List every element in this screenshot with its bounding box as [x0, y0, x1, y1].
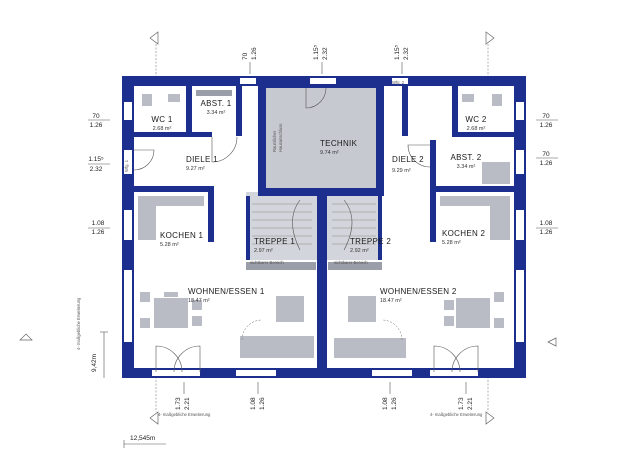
dim-right-c-1: 1.08: [540, 220, 553, 227]
room-diele2-label: DIELE 2: [392, 155, 424, 164]
dim-bot-a-2: 2.21: [184, 397, 191, 410]
room-abst1-label: ABST. 1: [200, 99, 231, 108]
sichtbar-right: sichtbarer Bereich: [334, 260, 368, 265]
room-abst1-area: 3.34 m²: [207, 110, 226, 116]
dim-left-b-2: 2.32: [90, 166, 103, 173]
room-diele1-label: DIELE 1: [186, 155, 218, 164]
room-labels: ABST. 1 3.34 m² WC 1 2.68 m² TECHNIK 9.7…: [151, 99, 486, 304]
room-treppe1-label: TREPPE 1: [254, 237, 295, 246]
dim-right-a-2: 1.26: [540, 122, 553, 129]
room-treppe2-label: TREPPE 2: [350, 237, 391, 246]
dim-total-height: 9,42m: [91, 354, 98, 372]
dim-bot-d-1: 1.73: [458, 397, 465, 410]
dim-left-a-1: 70: [92, 113, 100, 120]
erweiterung-side: 4- maßgebliche Erweiterung: [76, 297, 81, 350]
dim-top-b-1: 1.15⁵: [313, 44, 320, 60]
dim-top-a-2: 1.26: [251, 47, 258, 60]
dim-left-c-2: 1.26: [92, 229, 105, 236]
dim-top-c-1: 1.15⁵: [394, 44, 401, 60]
room-wc2-label: WC 2: [465, 115, 486, 124]
dim-right-c-2: 1.26: [540, 229, 553, 236]
room-abst2-label: ABST. 2: [450, 153, 481, 162]
dimension-labels: 70 1.26 1.15⁵ 2.32 1.15⁵ 2.32 70 1.26 1.…: [88, 44, 558, 448]
room-kochen1-label: KOCHEN 1: [160, 231, 204, 240]
dim-right-a-1: 70: [542, 113, 550, 120]
room-wohnen2-label: WOHNEN/ESSEN 2: [380, 287, 457, 296]
hausanschluss-note: Hausanschluss: [278, 124, 283, 152]
dim-top-a-1: 70: [242, 52, 249, 60]
dim-right-b-2: 1.26: [540, 160, 553, 167]
stair-floor: [246, 192, 382, 260]
room-kochen2-label: KOCHEN 2: [442, 229, 486, 238]
stairs: [246, 199, 382, 270]
raumlicher-note: Raumlicher: [272, 130, 277, 152]
dim-left-c-1: 1.08: [92, 220, 105, 227]
room-technik-area: 9.74 m²: [320, 150, 339, 156]
room-wohnen1-label: WOHNEN/ESSEN 1: [188, 287, 265, 296]
dim-top-c-2: 2.32: [403, 47, 410, 60]
annotations: Wfg. 1 Wfg. 2 Raumlicher Hausanschluss s…: [76, 80, 483, 417]
room-abst2-area: 3.34 m²: [457, 164, 476, 170]
dim-bot-b-1: 1.08: [250, 397, 257, 410]
room-diele2-area: 9.29 m²: [392, 168, 411, 174]
room-wohnen1-area: 18.47 m²: [188, 298, 210, 304]
dim-left-a-2: 1.26: [90, 122, 103, 129]
interior-walls: [134, 82, 514, 368]
sichtbar-left: sichtbarer Bereich: [250, 260, 284, 265]
room-treppe1-area: 2.97 m²: [254, 248, 273, 254]
room-technik-label: TECHNIK: [320, 139, 358, 148]
furniture: [138, 90, 510, 358]
room-wc2-area: 2.68 m²: [467, 126, 486, 132]
dim-left-b-1: 1.15⁵: [88, 156, 104, 163]
technik-floor: [265, 88, 377, 190]
dim-total-width: 12,545m: [130, 435, 155, 442]
outer-walls: [122, 76, 526, 378]
wfg-right: Wfg. 2: [392, 80, 405, 85]
erweiterung-left: 4- maßgebliche Erweiterung: [158, 412, 211, 417]
room-kochen2-area: 5.28 m²: [442, 240, 461, 246]
dim-top-b-2: 2.32: [322, 47, 329, 60]
room-wc1-label: WC 1: [151, 115, 172, 124]
dim-bot-c-1: 1.08: [382, 397, 389, 410]
room-kochen1-area: 5.28 m²: [160, 242, 179, 248]
dim-bot-b-2: 1.26: [259, 397, 266, 410]
dim-right-b-1: 70: [542, 151, 550, 158]
room-wc1-area: 2.68 m²: [153, 126, 172, 132]
dim-bot-a-1: 1.73: [175, 397, 182, 410]
door-swings: [133, 87, 479, 373]
room-wohnen2-area: 18.47 m²: [380, 298, 402, 304]
erweiterung-right: 4- maßgebliche Erweiterung: [430, 412, 483, 417]
wfg-left: Wfg. 1: [124, 159, 129, 172]
dim-bot-d-2: 2.21: [467, 397, 474, 410]
room-diele1-area: 9.27 m²: [186, 166, 205, 172]
dim-bot-c-2: 1.26: [391, 397, 398, 410]
room-treppe2-area: 2.92 m²: [350, 248, 369, 254]
